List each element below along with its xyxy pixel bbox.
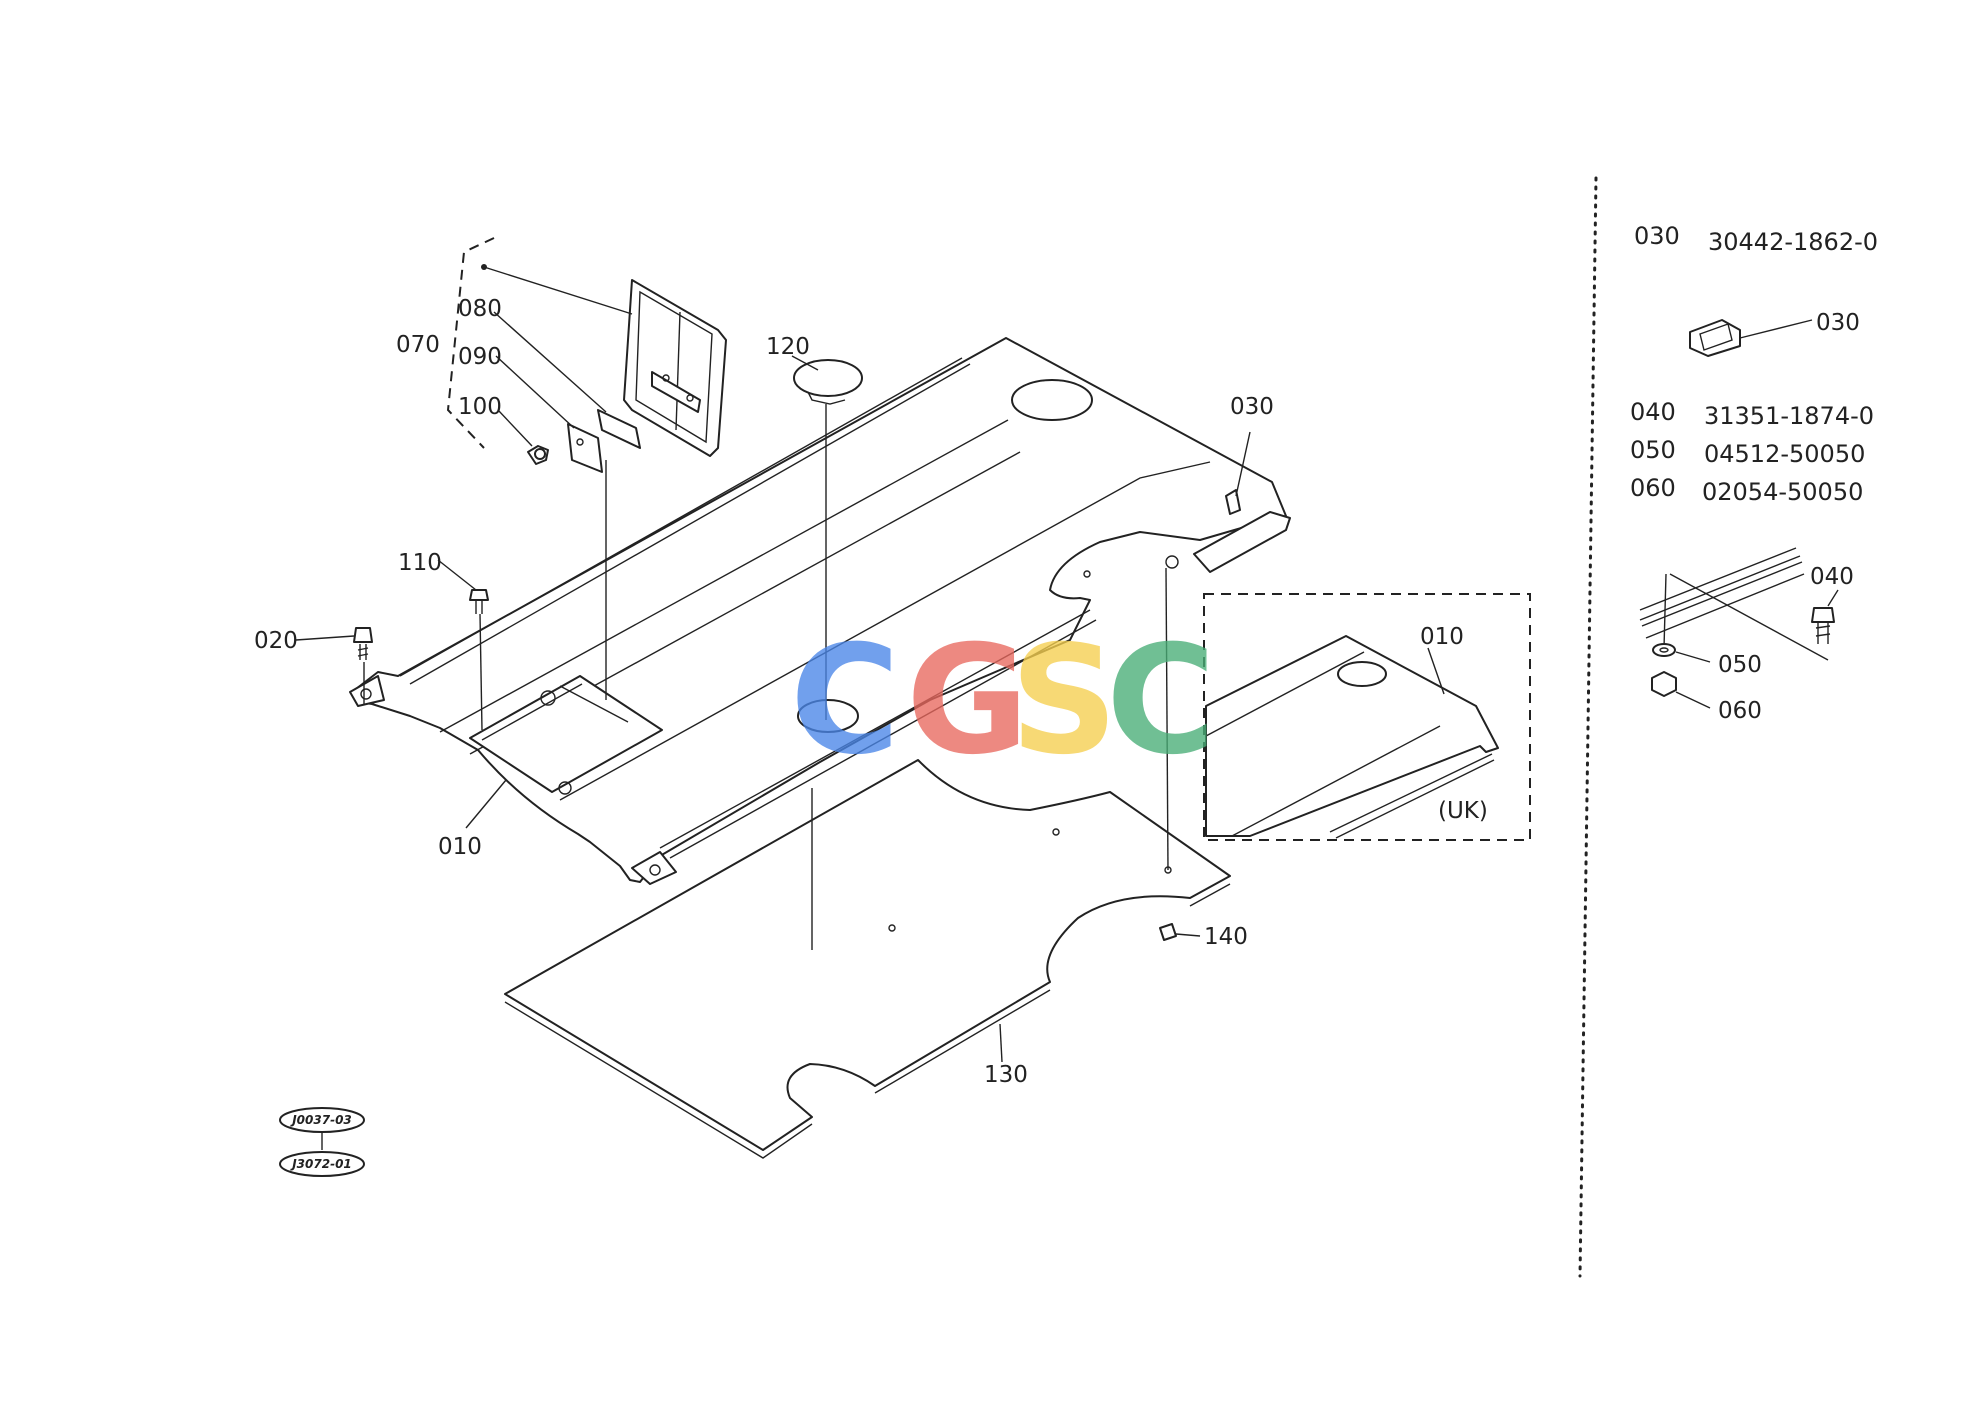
parts-no-040: 31351-1874-0 (1704, 402, 1874, 430)
parts-no-060: 02054-50050 (1702, 478, 1863, 506)
leader-lines (295, 264, 1251, 1063)
callout-030: 030 (1230, 394, 1274, 420)
floor-mat (504, 759, 1231, 1159)
callout-020: 020 (254, 628, 298, 654)
assembly-lines (363, 404, 1169, 950)
callout-110: 110 (398, 550, 442, 576)
callout-100: 100 (458, 394, 502, 420)
cover-panel (623, 279, 727, 457)
watermark: C G S C (790, 614, 1216, 788)
parts-no-030: 30442-1862-0 (1708, 228, 1878, 256)
callout-050: 050 (1718, 652, 1762, 678)
watermark-letter-g: G (906, 614, 1029, 788)
detail-040-drawing: 040 050 060 (1639, 547, 1854, 724)
panel-divider (1578, 176, 1598, 1278)
callout-130: 130 (984, 1062, 1028, 1088)
parts-ref-060: 060 (1630, 474, 1676, 502)
floor-plate (349, 337, 1291, 885)
callout-070: 070 (396, 332, 440, 358)
callout-120: 120 (766, 334, 810, 360)
callout-060: 060 (1718, 698, 1762, 724)
callout-090: 090 (458, 344, 502, 370)
bolt-020 (353, 627, 373, 660)
nut-140 (1159, 923, 1177, 941)
parts-list-040: 040 31351-1874-0 050 04512-50050 060 020… (1630, 398, 1874, 506)
parts-no-050: 04512-50050 (1704, 440, 1865, 468)
callout-040: 040 (1810, 564, 1854, 590)
knob (527, 445, 549, 465)
watermark-letter-c2: C (1106, 614, 1216, 788)
hinge-plates (567, 409, 641, 473)
reference-2: J3072-01 (290, 1157, 352, 1171)
reference-1: J0037-03 (290, 1113, 352, 1127)
parts-ref-030: 030 (1634, 222, 1680, 250)
uk-callout-010: 010 (1420, 624, 1464, 650)
parts-list-030: 030 30442-1862-0 030 (1634, 222, 1878, 357)
watermark-letter-c1: C (790, 614, 900, 788)
callout-010: 010 (438, 834, 482, 860)
watermark-letter-s: S (1010, 614, 1118, 788)
bolt-110 (469, 589, 489, 614)
callout-140: 140 (1204, 924, 1248, 950)
parts-ref-040: 040 (1630, 398, 1676, 426)
callout-030-detail: 030 (1816, 310, 1860, 336)
parts-ref-050: 050 (1630, 436, 1676, 464)
reference-badges: J0037-03 J3072-01 (279, 1107, 365, 1177)
plug (793, 359, 863, 405)
callout-080: 080 (458, 296, 502, 322)
uk-inset: 010 (UK) (1203, 593, 1531, 841)
uk-region-label: (UK) (1438, 798, 1488, 824)
